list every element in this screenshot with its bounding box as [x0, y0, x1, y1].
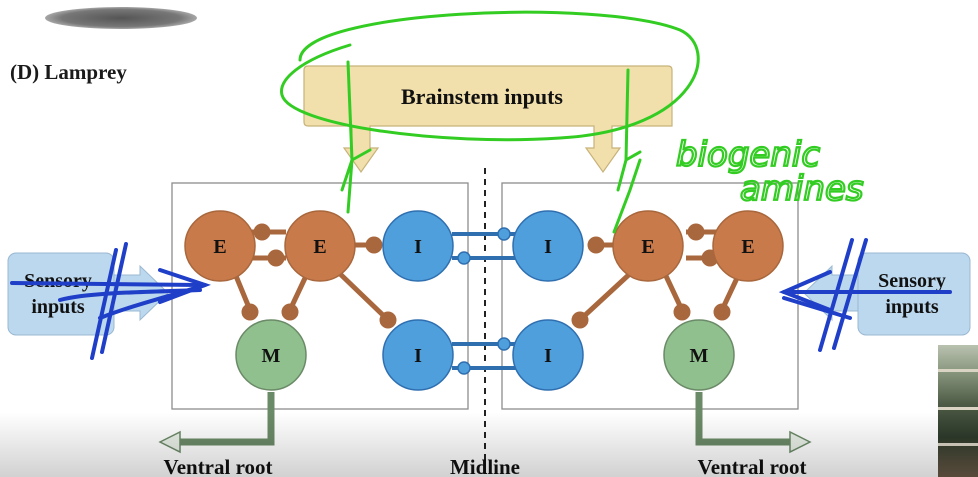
- annotation-amines: amines: [740, 169, 864, 209]
- neuron-e-label: E: [213, 236, 226, 258]
- neuron-e-right-inner: E: [612, 210, 684, 282]
- neuron-i-left-upper: I: [382, 210, 454, 282]
- sensory-left-line2: inputs: [31, 296, 85, 318]
- midline-label: Midline: [450, 455, 520, 477]
- neuron-e-right-outer: E: [712, 210, 784, 282]
- neuron-i-label: I: [414, 236, 422, 258]
- neuron-e-left-outer: E: [184, 210, 256, 282]
- ventral-root-left-label: Ventral root: [163, 455, 272, 477]
- ventral-root-output-left: [176, 392, 275, 446]
- neuron-i-left-lower: I: [382, 319, 454, 391]
- blue-strike-right: [778, 238, 952, 352]
- neuron-i-right-lower: I: [512, 319, 584, 391]
- ventral-root-arrowhead-left: [158, 430, 181, 454]
- sensory-left-line1: Sensory: [24, 270, 92, 292]
- neuron-m-left: M: [235, 319, 307, 391]
- sensory-right-line2: inputs: [885, 296, 939, 318]
- neuron-i-label: I: [414, 345, 422, 367]
- neuron-i-right-upper: I: [512, 210, 584, 282]
- neuron-e-label: E: [641, 236, 654, 258]
- neuron-e-label: E: [313, 236, 326, 258]
- neuron-i-label: I: [544, 345, 552, 367]
- blue-strike-left: [10, 242, 211, 360]
- ventral-root-output-right: [695, 392, 794, 446]
- green-annotation-oval: [280, 10, 700, 234]
- blurred-header-smudge: [45, 7, 197, 29]
- neuron-m-label: M: [262, 345, 281, 367]
- excitatory-connections: [233, 223, 741, 329]
- ventral-root-right-label: Ventral root: [697, 455, 806, 477]
- neuron-e-label: E: [741, 236, 754, 258]
- annotation-biogenic: biogenic: [676, 135, 820, 175]
- webcam-overlay: [938, 345, 978, 477]
- sensory-right-line1: Sensory: [878, 270, 946, 292]
- ventral-root-arrowhead-right: [789, 430, 812, 454]
- neuron-e-left-inner: E: [284, 210, 356, 282]
- brainstem-inputs-box: Brainstem inputs: [303, 65, 673, 174]
- neuron-i-label: I: [544, 236, 552, 258]
- inhibitory-connections: [452, 227, 518, 375]
- panel-label: (D) Lamprey: [10, 60, 127, 84]
- neuron-m-right: M: [663, 319, 735, 391]
- neuron-m-label: M: [690, 345, 709, 367]
- brainstem-inputs-label: Brainstem inputs: [401, 84, 563, 109]
